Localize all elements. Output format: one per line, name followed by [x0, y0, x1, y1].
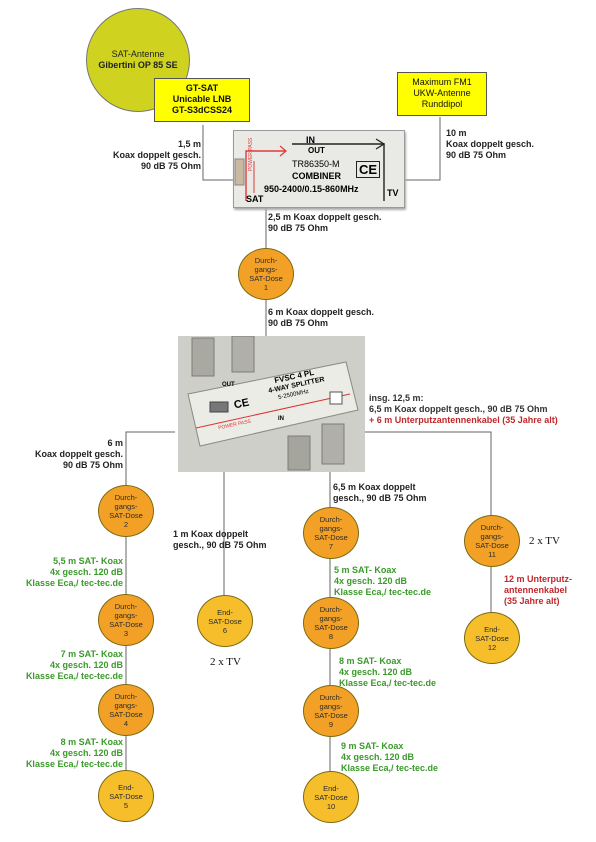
- sat-dose-1: Durch- gangs- SAT-Dose 1: [238, 248, 294, 300]
- sat-antenna-model: Gibertini OP 85 SE: [98, 60, 178, 70]
- sat-dose-7: Durch- gangs- SAT-Dose 7: [303, 507, 359, 559]
- sat-dose-9: Durch- gangs- SAT-Dose 9: [303, 685, 359, 737]
- cable-splitter-dose11: insg. 12,5 m: 6,5 m Koax doppelt gesch.,…: [369, 393, 558, 425]
- sat-dose-6: End- SAT-Dose 6: [197, 595, 253, 647]
- sat-dose-4: Durch- gangs- SAT-Dose 4: [98, 684, 154, 736]
- combiner-in-label: IN: [306, 135, 315, 145]
- line-lnb-combiner: [202, 125, 235, 181]
- tv-count-dose6: 2 x TV: [210, 656, 241, 668]
- cable-dose7-8: 5 m SAT- Koax 4x gesch. 120 dB Klasse Ec…: [334, 565, 432, 597]
- cable-dose3-4: 7 m SAT- Koax 4x gesch. 120 dB Klasse Ec…: [25, 649, 123, 681]
- combiner-name: COMBINER: [292, 171, 341, 181]
- combiner-power-pass: POWER PASS: [248, 137, 254, 171]
- cable-dose8-9: 8 m SAT- Koax 4x gesch. 120 dB Klasse Ec…: [339, 656, 437, 688]
- sat-dose-5: End- SAT-Dose 5: [98, 770, 154, 822]
- cable-dose2-3: 5,5 m SAT- Koax 4x gesch. 120 dB Klasse …: [25, 556, 123, 588]
- tv-count-dose11: 2 x TV: [529, 535, 560, 547]
- lnb-box: GT-SAT Unicable LNB GT-S3dCSS24: [154, 78, 250, 122]
- cable-dose9-10: 9 m SAT- Koax 4x gesch. 120 dB Klasse Ec…: [341, 741, 439, 773]
- combiner-ce-mark: CE: [356, 161, 381, 178]
- cable-dose11-12: 12 m Unterputz- antennenkabel (35 Jahre …: [504, 574, 573, 606]
- cable-splitter-dose7: 6,5 m Koax doppelt gesch., 90 dB 75 Ohm: [333, 482, 427, 503]
- combiner-tv-label: TV: [387, 188, 399, 198]
- line-splitter-left: [125, 431, 175, 485]
- combiner-frequency: 950-2400/0.15-860MHz: [264, 184, 359, 194]
- combiner-markings: [234, 138, 386, 201]
- sat-dose-10: End- SAT-Dose 10: [303, 771, 359, 823]
- sat-dose-2: Durch- gangs- SAT-Dose 2: [98, 485, 154, 537]
- cable-combiner-dose1: 2,5 m Koax doppelt gesch. 90 dB 75 Ohm: [268, 212, 382, 233]
- sat-antenna-label: SAT-Antenne: [111, 49, 165, 59]
- cable-fm-combiner: 10 m Koax doppelt gesch. 90 dB 75 Ohm: [446, 128, 535, 160]
- combiner-device: IN OUT TR86350-M CE COMBINER 950-2400/0.…: [233, 130, 405, 208]
- combiner-model: TR86350-M: [292, 159, 340, 169]
- fm-antenna-box: Maximum FM1 UKW-Antenne Runddipol: [397, 72, 487, 116]
- combiner-out-label: OUT: [308, 146, 325, 155]
- splitter-out-label: OUT: [222, 382, 235, 388]
- sat-dose-11: Durch- gangs- SAT-Dose 11: [464, 515, 520, 567]
- sat-dose-12: End- SAT-Dose 12: [464, 612, 520, 664]
- cable-splitter-dose2: 6 m Koax doppelt gesch. 90 dB 75 Ohm: [34, 438, 123, 470]
- cable-lnb-combiner: 1,5 m Koax doppelt gesch. 90 dB 75 Ohm: [112, 139, 201, 171]
- cable-dose1-splitter: 6 m Koax doppelt gesch. 90 dB 75 Ohm: [268, 307, 375, 328]
- cable-dose4-5: 8 m SAT- Koax 4x gesch. 120 dB Klasse Ec…: [25, 737, 123, 769]
- splitter-in-label: IN: [278, 416, 284, 422]
- line-splitter-right: [365, 431, 492, 515]
- combiner-sat-label: SAT: [246, 194, 264, 204]
- sat-dose-3: Durch- gangs- SAT-Dose 3: [98, 594, 154, 646]
- splitter-graphic: [178, 336, 365, 472]
- line-fm-combiner: [405, 117, 441, 181]
- cable-splitter-dose6: 1 m Koax doppelt gesch., 90 dB 75 Ohm: [173, 529, 267, 550]
- splitter-device: FVSC 4 PL 4-WAY SPLITTER 5-2500MHz CE OU…: [178, 336, 365, 472]
- sat-dose-8: Durch- gangs- SAT-Dose 8: [303, 597, 359, 649]
- cable-splitter-dose11-extra: + 6 m Unterputzantennenkabel (35 Jahre a…: [369, 415, 558, 425]
